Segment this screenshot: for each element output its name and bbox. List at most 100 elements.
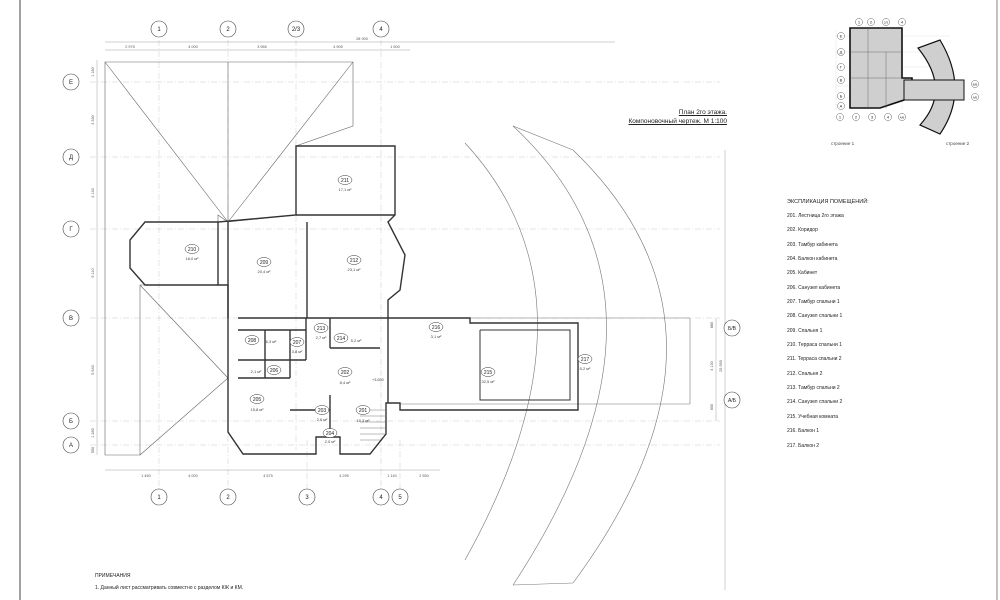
kp-right-2: А/Б xyxy=(973,96,978,100)
room-209-number: 209 xyxy=(260,260,269,266)
notes-block: ПРИМЕЧАНИЯ 1. Данный лист рассматривать … xyxy=(95,573,243,597)
kp-left-5: Б xyxy=(840,94,843,99)
room-210: 210 16,0 м² xyxy=(184,244,200,261)
axis-bottom-4: 4 xyxy=(379,495,383,501)
axis-left-B: Б xyxy=(69,419,73,425)
room-215-number: 215 xyxy=(484,370,493,376)
room-204-number: 204 xyxy=(326,431,335,437)
kp-left-6: А xyxy=(840,104,843,109)
axis-bottom-1: 1 xyxy=(157,495,161,501)
legend-item: 203. Тамбур кабинета xyxy=(787,241,838,248)
keyplan-caption-2: строение 2 xyxy=(946,141,970,146)
legend-item: 209. Спальня 1 xyxy=(787,327,823,334)
axis-top-2: 2 xyxy=(226,27,230,33)
kp-bottom-5: А/Б xyxy=(900,116,905,120)
dim-bottom-3: 4 575 xyxy=(263,474,273,478)
dim-top-overall: 28 900 xyxy=(356,37,368,41)
dimension-texts-right: 880 4 130 650 25 950 xyxy=(710,322,723,410)
room-209-area: 20,4 м² xyxy=(258,269,272,274)
dim-right-3: 650 xyxy=(710,404,714,410)
axis-left: Е Д Г В Б А xyxy=(62,73,80,454)
room-201: 201 10,3 м² xyxy=(355,405,371,423)
axis-bottom-3: 3 xyxy=(305,495,309,501)
axis-bottom-2: 2 xyxy=(226,495,230,501)
room-205-area: 15,8 м² xyxy=(251,407,265,412)
legend-item: 212. Спальня 2 xyxy=(787,370,823,377)
axis-top-1: 1 xyxy=(157,27,161,33)
dim-top-5: 1 500 xyxy=(390,45,400,49)
room-211-area: 17,1 м² xyxy=(339,187,353,192)
legend-item: 211. Терраса спальни 2 xyxy=(787,356,842,363)
room-212-area: 23,1 м² xyxy=(348,267,362,272)
kp-right-1: Б/В xyxy=(973,83,978,87)
dim-right-overall: 25 950 xyxy=(719,360,723,372)
notes-heading: ПРИМЕЧАНИЯ xyxy=(95,573,131,579)
floor-plan xyxy=(90,40,726,590)
room-202-area: 8,4 м² xyxy=(340,380,351,385)
legend-item: 210. Терраса спальни 1 xyxy=(787,342,842,349)
room-210-area: 16,0 м² xyxy=(186,256,200,261)
legend-item: 214. Санузел спальни 2 xyxy=(787,399,843,406)
room-208-area: 6,3 м² xyxy=(266,339,277,344)
notes-item-1: 1. Данный лист рассматривать совместно с… xyxy=(95,585,244,591)
walls xyxy=(129,145,579,455)
legend-list: 201. Лестница 2го этажа 202. Коридор 203… xyxy=(787,213,844,457)
drawing-title-line2: Компоновочный чертеж. М 1:100 xyxy=(628,118,727,125)
dimension-texts: 28 900 2 975 4 000 3 965 4 905 1 500 1 4… xyxy=(125,37,429,478)
room-216-area: 3,1 м² xyxy=(431,334,442,339)
kp-bottom-1: 1 xyxy=(839,115,842,120)
axis-right-AB: А/Б xyxy=(728,398,737,404)
room-216-number: 216 xyxy=(432,325,441,331)
room-214-number: 214 xyxy=(337,336,346,342)
room-201-number: 201 xyxy=(359,408,368,414)
kp-bottom-3: 3 xyxy=(871,115,874,120)
room-213-number: 213 xyxy=(317,326,326,332)
legend-item: 205. Кабинет xyxy=(787,270,818,277)
legend-item: 202. Коридор xyxy=(787,227,818,234)
room-206-area: 2,1 м² xyxy=(251,369,262,374)
dim-right-1: 880 xyxy=(710,322,714,328)
kp-top-3: 2/3 xyxy=(884,21,889,25)
legend-item: 201. Лестница 2го этажа xyxy=(787,213,844,219)
curved-roof xyxy=(400,125,691,586)
kp-top-4: 4 xyxy=(901,20,904,25)
dim-left-6: 1 280 xyxy=(91,428,95,438)
axis-left-V: В xyxy=(69,316,73,322)
level-mark: +3.650 xyxy=(372,378,384,382)
drawing-title-line1: План 2го этажа. xyxy=(678,109,727,116)
kp-left-3: Г xyxy=(840,65,843,70)
key-plan-wing xyxy=(903,79,965,101)
room-216: 216 3,1 м² xyxy=(428,322,444,339)
room-217-number: 217 xyxy=(581,357,590,363)
axis-top: 1 2 2/3 4 xyxy=(150,20,390,38)
dim-left-3: 4 140 xyxy=(91,188,95,198)
kp-left-4: В xyxy=(840,78,843,83)
room-210-number: 210 xyxy=(188,247,197,253)
kp-top-2: 2 xyxy=(870,20,873,25)
dim-left-5: 5 540 xyxy=(91,365,95,375)
axis-left-A: А xyxy=(69,443,73,449)
room-201-area: 10,3 м² xyxy=(357,418,371,423)
axis-left-D: Д xyxy=(69,155,73,161)
room-206-number: 206 xyxy=(270,368,279,374)
room-217-area: 5,2 м² xyxy=(580,366,591,371)
dim-left-4: 5 110 xyxy=(91,268,95,277)
room-204-area: 2,0 м² xyxy=(325,439,336,444)
dim-bottom-1: 1 450 xyxy=(141,474,151,478)
axis-right: Б/В А/Б xyxy=(723,319,741,409)
room-206: 206 2,1 м² xyxy=(251,365,282,375)
grid-lines xyxy=(90,40,720,490)
axis-bottom-5: 5 xyxy=(398,495,402,501)
key-plan-building1 xyxy=(849,27,913,109)
kp-bottom-2: 2 xyxy=(855,115,858,120)
dim-top-3: 3 965 xyxy=(257,45,267,49)
legend-item: 215. Учебная комната xyxy=(787,413,839,420)
